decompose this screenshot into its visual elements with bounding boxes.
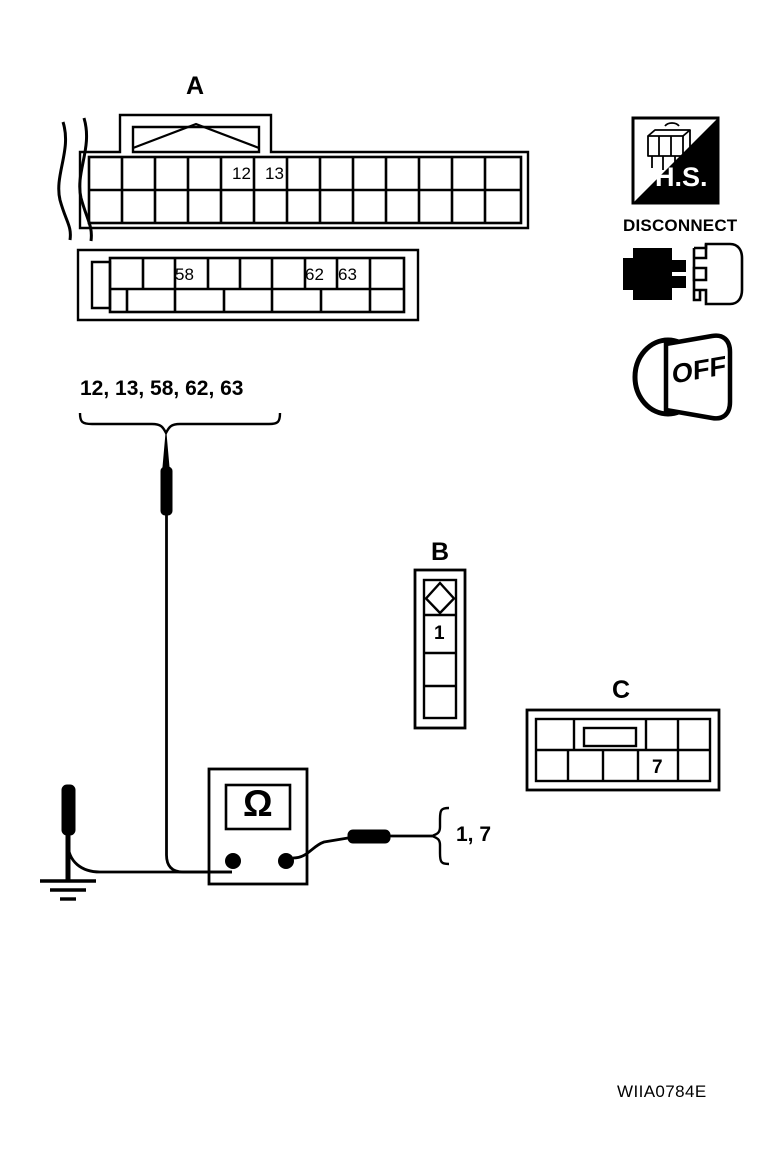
lower-probe-pin-list: 1, 7 xyxy=(456,823,492,846)
pin-number-12: 12 xyxy=(232,164,251,183)
upper-pin-brace xyxy=(78,412,282,436)
pin-number-13: 13 xyxy=(265,164,284,183)
hs-handy-scanner-icon xyxy=(631,116,720,205)
ohm-symbol: Ω xyxy=(243,783,273,824)
right-lead-wire xyxy=(292,834,432,860)
connector-a-lower-grid xyxy=(108,256,406,314)
pin-number-63: 63 xyxy=(338,265,357,284)
connector-a-label: A xyxy=(186,72,205,100)
pin-number-62: 62 xyxy=(305,265,324,284)
ohmmeter-body xyxy=(207,767,309,886)
upper-probe-pin-list: 12, 13, 58, 62, 63 xyxy=(80,377,244,400)
connector-c-body xyxy=(525,708,721,792)
connector-b-body xyxy=(413,568,467,730)
lower-pin-brace xyxy=(428,806,450,866)
meter-terminal-left xyxy=(225,853,241,869)
ignition-switch-off-icon xyxy=(632,333,733,421)
disconnected-connector-icon xyxy=(623,242,744,306)
connector-b-label: B xyxy=(431,538,450,566)
chassis-ground-icon xyxy=(40,879,96,901)
connector-a-grid xyxy=(87,155,523,225)
pin-number-58: 58 xyxy=(175,265,194,284)
right-probe xyxy=(347,829,391,844)
hs-badge-text: H.S. xyxy=(655,162,708,192)
connector-a-body xyxy=(78,113,530,230)
meter-terminal-right xyxy=(278,853,294,869)
connector-a-lower-body xyxy=(76,248,420,322)
connector-a-break-lines xyxy=(57,117,93,242)
pin-number-7: 7 xyxy=(652,757,663,778)
disconnect-caption: DISCONNECT xyxy=(623,216,738,235)
ohmmeter-terminals xyxy=(225,853,294,869)
ground-probe xyxy=(61,784,76,881)
figure-reference-code: WIIA0784E xyxy=(617,1082,707,1101)
upper-probe-wire xyxy=(160,432,232,874)
connector-c-label: C xyxy=(612,676,631,704)
ground-lead-wire xyxy=(66,800,232,874)
pin-number-1: 1 xyxy=(434,623,445,644)
